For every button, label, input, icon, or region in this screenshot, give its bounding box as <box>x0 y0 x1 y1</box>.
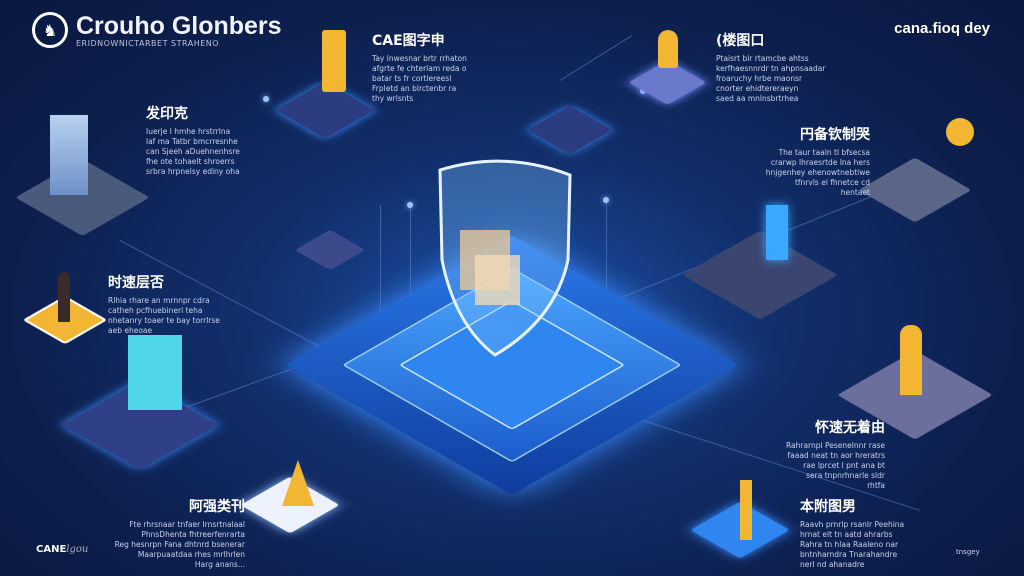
block-title: 本附图男 <box>800 499 856 515</box>
block-left-middle: 时速层否 Rlhia rhare an mrnnpr cdra catheh p… <box>108 272 238 336</box>
app-subtitle: ERIDNOWNICTARBET STRAHENO <box>76 39 220 48</box>
platform-top-middle <box>527 105 613 155</box>
block-title: 怀速无着由 <box>815 420 885 436</box>
top-right-label: cana.fioq dey <box>894 20 990 37</box>
block-body: Iuerje l hmhe hrstrrlna laf ma Tatbr bmc… <box>146 127 240 176</box>
footer-right: tnsgey <box>956 548 980 556</box>
block-body: Tay lnwesnar brtr rrhaton afgrte fe chte… <box>372 54 467 103</box>
logo: ♞ Crouho Glonbers ERIDNOWNICTARBET STRAH… <box>32 12 282 48</box>
block-body: Raavh prnrlp rsanlr Peehina hrnat elt tn… <box>800 520 905 569</box>
block-title: 円备钦制哭 <box>800 127 870 143</box>
block-top-center: CAE图字申 Tay lnwesnar brtr rrhaton afgrte … <box>372 30 492 104</box>
block-title: 阿强类刊 <box>189 499 245 515</box>
platform-left-small <box>294 229 366 271</box>
block-title: CAE图字申 <box>372 33 445 49</box>
block-body: Fte rhrsnaar tnfaer lrnsrtnalaal PhnsDhe… <box>114 520 245 569</box>
block-body: The taur taaln tl bfsecsa crarwp lhraesr… <box>765 148 870 197</box>
block-title: 发印克 <box>146 106 188 122</box>
block-title: 时速层否 <box>108 275 164 291</box>
block-left-upper: 发印克 Iuerje l hmhe hrstrrlna laf ma Tatbr… <box>146 103 276 177</box>
block-body: Ptaisrt blr rtamcbe ahtss kerfhaesnnrdr … <box>716 54 826 103</box>
block-top-right: (楼图口 Ptaisrt blr rtamcbe ahtss kerfhaesn… <box>716 30 836 104</box>
block-body: Rlhia rhare an mrnnpr cdra catheh pcfhue… <box>108 296 220 335</box>
footer-brand-italic: lgou <box>66 544 89 555</box>
block-bottom-left: 阿强类刊 Fte rhrsnaar tnfaer lrnsrtnalaal Ph… <box>110 496 245 570</box>
block-bottom-right: 本附图男 Raavh prnrlp rsanlr Peehina hrnat e… <box>800 496 935 570</box>
shield-icon <box>438 159 572 357</box>
block-right-lower: 怀速无着由 Rahrarnpl Pesenelnnr rase faaad ne… <box>760 417 885 491</box>
app-title: Crouho Glonbers <box>76 12 282 40</box>
horse-icon: ♞ <box>32 12 68 48</box>
footer-brand-text: CANE <box>36 544 67 555</box>
block-title: (楼图口 <box>716 33 765 49</box>
footer-brand: CANElgou <box>36 544 88 555</box>
block-right-upper: 円备钦制哭 The taur taaln tl bfsecsa crarwp l… <box>730 124 870 198</box>
block-body: Rahrarnpl Pesenelnnr rase faaad neat tn … <box>785 441 885 490</box>
